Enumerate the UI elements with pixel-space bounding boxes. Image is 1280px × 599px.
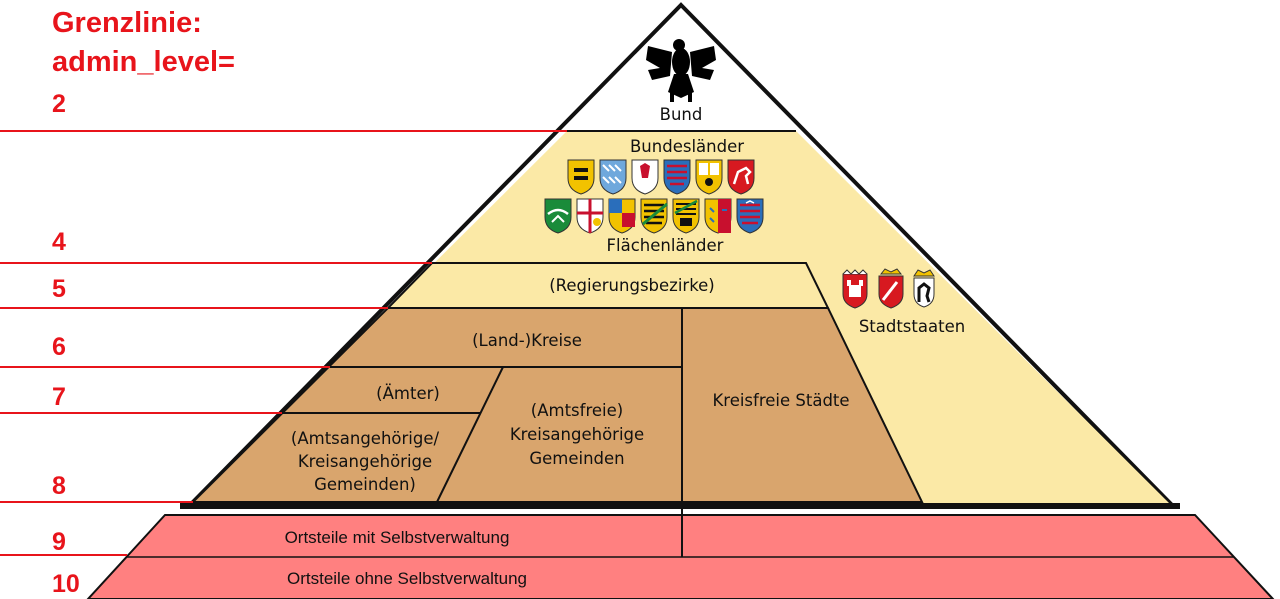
coat-of-arms-berlin-icon — [913, 269, 935, 308]
amtsfreie-boundary — [436, 366, 504, 503]
label-amtsangehoerige-line-2: Kreisangehörige — [298, 452, 432, 471]
level-number-10: 10 — [52, 570, 80, 598]
level-number-6: 6 — [52, 333, 66, 361]
label-amtsangehoerige-line-3: Gemeinden) — [314, 475, 416, 494]
level-number-7: 7 — [52, 383, 66, 411]
coat-of-arms-bavaria-icon — [599, 159, 627, 195]
label-amtsfreie-line-3: Gemeinden — [529, 449, 624, 468]
coat-of-arms-mecklenburg-vorpommern-icon — [695, 159, 723, 195]
label-ortsteile-mit: Ortsteile mit Selbstverwaltung — [285, 528, 510, 547]
state-coats-of-arms — [544, 159, 764, 234]
federal-eagle-icon — [646, 39, 716, 102]
diagram-title-line-1: Grenzlinie: — [52, 7, 202, 39]
coat-of-arms-schleswig-holstein-icon — [704, 198, 732, 234]
coat-of-arms-rhineland-palatinate-icon — [576, 198, 604, 234]
label-flaechenlaender: Flächenländer — [607, 236, 724, 255]
level-number-8: 8 — [52, 472, 66, 500]
coat-of-arms-lower-saxony-icon — [727, 159, 755, 195]
label-amtsfreie-line-2: Kreisangehörige — [510, 425, 644, 444]
level-number-9: 9 — [52, 528, 66, 556]
coat-of-arms-brandenburg-icon — [631, 159, 659, 195]
coat-of-arms-hesse-icon — [663, 159, 691, 195]
coat-of-arms-saxony-anhalt-icon — [672, 198, 700, 234]
label-bundeslaender: Bundesländer — [630, 137, 744, 156]
level-lines — [0, 130, 567, 556]
label-amtsfreie-line-1: (Amtsfreie) — [531, 401, 623, 420]
level-number-2: 2 — [52, 90, 66, 118]
coat-of-arms-thuringia-icon — [736, 198, 764, 234]
coat-of-arms-north-rhine-westphalia-icon — [544, 198, 572, 234]
label-stadtstaaten: Stadtstaaten — [859, 317, 965, 336]
diagram-title-line-2: admin_level= — [52, 46, 235, 78]
coat-of-arms-bremen-icon — [878, 268, 904, 309]
label-regierungsbezirke: (Regierungsbezirke) — [549, 276, 715, 295]
label-landkreise: (Land-)Kreise — [472, 331, 582, 350]
label-bund: Bund — [660, 105, 703, 124]
level-number-4: 4 — [52, 228, 66, 256]
level-number-5: 5 — [52, 275, 66, 303]
coat-of-arms-hamburg-icon — [842, 269, 868, 309]
coat-of-arms-saarland-icon — [608, 198, 636, 234]
city-state-coats-of-arms — [842, 268, 935, 309]
coat-of-arms-baden-wuerttemberg-icon — [567, 159, 595, 195]
label-amtsangehoerige-line-1: (Amtsangehörige/ — [291, 429, 440, 448]
label-ortsteile-ohne: Ortsteile ohne Selbstverwaltung — [287, 569, 527, 588]
label-aemter: (Ämter) — [376, 384, 440, 403]
label-kreisfreie-staedte: Kreisfreie Städte — [712, 391, 849, 410]
coat-of-arms-saxony-icon — [640, 198, 668, 234]
